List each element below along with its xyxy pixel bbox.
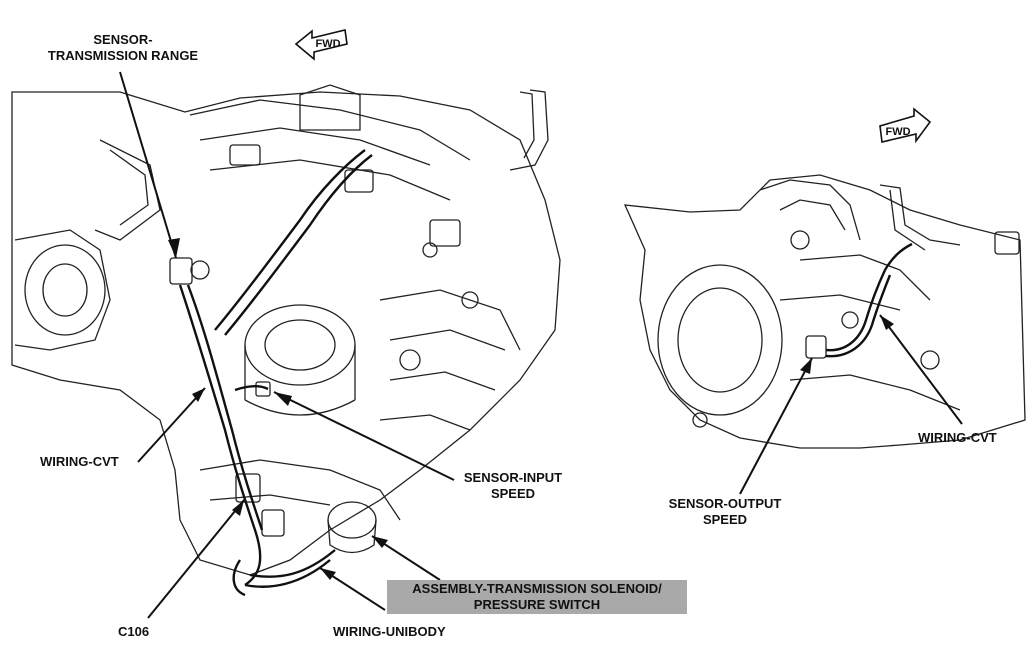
label-sensor-input-speed: SENSOR-INPUT SPEED (448, 470, 578, 502)
fwd-arrow-left-text: FWD (315, 38, 340, 50)
label-assembly-transmission-solenoid: ASSEMBLY-TRANSMISSION SOLENOID/ PRESSURE… (387, 580, 687, 614)
right-transmission-drawing (623, 174, 1026, 449)
label-wiring-cvt-left: WIRING-CVT (40, 454, 119, 469)
fwd-arrow-left-shape (294, 29, 348, 61)
label-input-speed-line1: SENSOR-INPUT (463, 470, 563, 485)
arrow-heads (168, 238, 894, 580)
label-wiring-cvt-right: WIRING-CVT (918, 430, 997, 445)
label-input-speed-line2: SPEED (490, 486, 536, 501)
fwd-arrow-right-text: FWD (885, 126, 910, 138)
label-c106: C106 (118, 624, 150, 639)
label-wiring-unibody: WIRING-UNIBODY (333, 624, 446, 639)
label-sensor-output-speed: SENSOR-OUTPUT SPEED (650, 496, 800, 528)
label-tr-range-line1: SENSOR- (93, 32, 153, 47)
fwd-arrow-right-shape (879, 107, 932, 144)
label-solenoid-line2: PRESSURE SWITCH (473, 597, 601, 612)
right-wiring-harness (825, 242, 913, 358)
label-solenoid-line1: ASSEMBLY-TRANSMISSION SOLENOID/ (412, 581, 662, 596)
label-sensor-transmission-range: SENSOR- TRANSMISSION RANGE (30, 32, 216, 64)
leader-lines (119, 71, 963, 619)
label-output-speed-line2: SPEED (702, 512, 748, 527)
label-tr-range-line2: TRANSMISSION RANGE (47, 48, 199, 63)
left-wiring-harness (178, 149, 373, 597)
label-output-speed-line1: SENSOR-OUTPUT (668, 496, 782, 511)
